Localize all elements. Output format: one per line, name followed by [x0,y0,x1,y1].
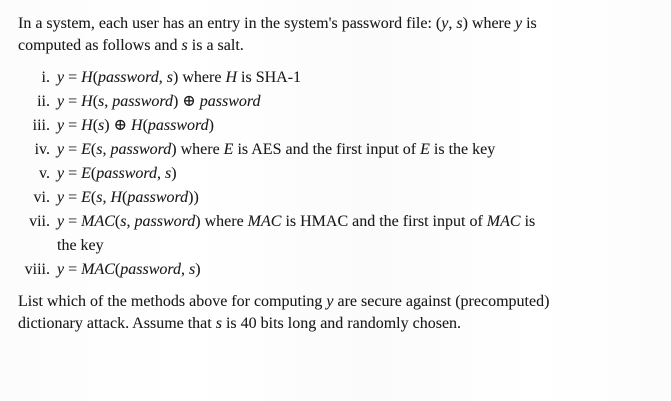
method-numeral: v. [39,165,50,182]
paragraph-line: In a system, each user has an entry in t… [18,15,537,32]
math-variable: MAC [81,261,115,278]
math-variable: E [81,141,91,158]
method-numeral: iii. [32,117,50,134]
method-item: vii. y = MAC(s, password) where MAC is HM… [14,210,659,258]
math-variable: y [57,141,65,158]
math-variable: s [181,37,188,54]
method-numeral: i. [41,69,50,86]
math-variable: H [81,93,93,110]
math-variable: y [326,293,334,310]
method-item: i. y = H(password, s) where H is SHA-1 [14,66,659,90]
math-variable: password [96,165,158,182]
method-item: viii. y = MAC(password, s) [14,258,659,282]
math-variable: y [57,189,65,206]
math-variable: H [81,69,93,86]
math-variable: H [110,189,123,206]
math-variable: H [131,117,143,134]
math-variable: password [127,189,189,206]
method-formula: y = E(s, H(password)) [57,189,199,206]
math-variable: password [199,93,261,110]
math-variable: y [441,15,449,32]
question-paragraph: List which of the methods above for comp… [18,291,659,335]
method-numeral: ii. [37,93,50,110]
method-formula: y = MAC(password, s) [57,261,201,278]
math-variable: s [166,69,174,86]
method-list: i. y = H(password, s) where H is SHA-1 ii.… [14,66,659,282]
method-formula-continuation: the key [57,237,104,254]
math-variable: E [81,165,91,182]
method-numeral: vi. [33,189,50,206]
math-variable: y [57,165,65,182]
math-variable: y [57,117,65,134]
math-variable: y [57,261,65,278]
method-numeral: viii. [24,261,50,278]
paragraph-line: dictionary attack. Assume that s is 40 b… [18,315,462,332]
math-variable: H [81,117,93,134]
paragraph-line: computed as follows and s is a salt. [18,37,244,54]
method-item: iv. y = E(s, password) where E is AES and… [14,138,659,162]
math-variable: s [120,213,127,230]
math-variable: E [223,141,234,158]
method-numeral: vii. [29,213,50,230]
math-variable: MAC [247,213,282,230]
math-variable: H [225,69,238,86]
method-item: vi. y = E(s, H(password)) [14,186,659,210]
math-variable: password [98,69,159,86]
math-variable: s [98,117,105,134]
math-variable: s [456,15,463,32]
method-formula: y = MAC(s, password) where MAC is HMAC a… [57,210,535,258]
math-variable: password [112,93,174,110]
method-formula: y = H(password, s) where H is SHA-1 [57,69,302,86]
math-variable: s [189,261,196,278]
math-variable: password [110,141,172,158]
method-formula: y = E(s, password) where E is AES and th… [57,141,496,158]
math-variable: y [514,15,523,32]
method-formula: y = H(s, password) ⊕ password [57,93,261,110]
method-formula: y = H(s) ⊕ H(password) [57,117,214,134]
method-item: iii. y = H(s) ⊕ H(password) [14,114,659,138]
method-item: ii. y = H(s, password) ⊕ password [14,90,659,114]
math-variable: E [81,189,91,206]
paragraph-line: List which of the methods above for comp… [18,293,550,310]
math-variable: s [96,189,103,206]
math-variable: y [57,213,65,230]
intro-paragraph: In a system, each user has an entry in t… [18,13,659,57]
math-variable: y [57,69,65,86]
math-variable: password [147,117,209,134]
method-formula: y = E(password, s) [57,165,177,182]
math-variable: s [165,165,172,182]
math-variable: MAC [81,213,115,230]
math-variable: s [96,141,103,158]
math-variable: password [134,213,196,230]
math-variable: E [420,141,430,158]
method-numeral: iv. [34,141,50,158]
math-variable: s [98,93,105,110]
math-variable: s [215,315,222,332]
method-item: v. y = E(password, s) [14,162,659,186]
math-variable: MAC [486,213,521,230]
math-variable: y [57,93,65,110]
math-variable: password [120,261,182,278]
